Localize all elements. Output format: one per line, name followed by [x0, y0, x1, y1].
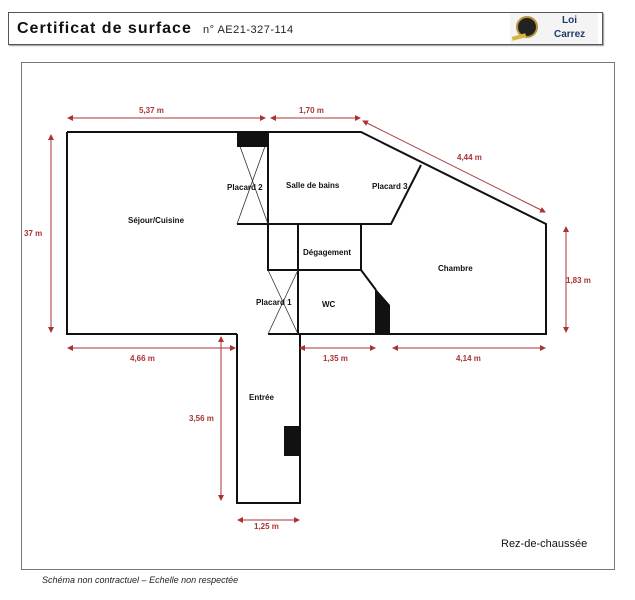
room-chambre: Chambre	[438, 264, 473, 273]
room-entree: Entrée	[249, 393, 274, 402]
dim-top-left: 5,37 m	[139, 106, 164, 115]
dim-bottom-left: 4,66 m	[130, 354, 155, 363]
room-salle-de-bains: Salle de bains	[286, 181, 340, 190]
room-sejour: Séjour/Cuisine	[128, 216, 185, 225]
room-placard-3: Placard 3	[372, 182, 408, 191]
dim-entree-width: 1,25 m	[254, 522, 279, 531]
room-degagement: Dégagement	[303, 248, 351, 257]
dim-top-mid: 1,70 m	[299, 106, 324, 115]
logo-text-2: Carrez	[554, 29, 586, 40]
plan-frame	[21, 62, 615, 570]
dim-bottom-right: 4,14 m	[456, 354, 481, 363]
room-placard-2: Placard 2	[227, 183, 263, 192]
page-title: Certificat de surface	[17, 20, 192, 37]
dimension-lines	[48, 115, 569, 523]
room-placard-1: Placard 1	[256, 298, 292, 307]
dim-diagonal: 4,44 m	[457, 153, 482, 162]
tape-measure-icon	[516, 16, 538, 38]
logo-text-1: Loi	[562, 15, 577, 26]
certificate-number: n° AE21-327-114	[203, 24, 294, 36]
certificate-header: Certificat de surface n° AE21-327-114 Lo…	[8, 12, 603, 45]
dim-left: 37 m	[24, 229, 42, 238]
dim-right: 1,83 m	[566, 276, 591, 285]
level-label: Rez-de-chaussée	[501, 538, 587, 550]
room-wc: WC	[322, 300, 336, 309]
doors	[237, 133, 390, 456]
disclaimer: Schéma non contractuel – Echelle non res…	[42, 575, 239, 585]
closet-crosses	[236, 137, 299, 335]
dim-bottom-mid: 1,35 m	[323, 354, 348, 363]
loi-carrez-logo: Loi Carrez	[510, 13, 598, 44]
dim-entree-height: 3,56 m	[189, 414, 214, 423]
